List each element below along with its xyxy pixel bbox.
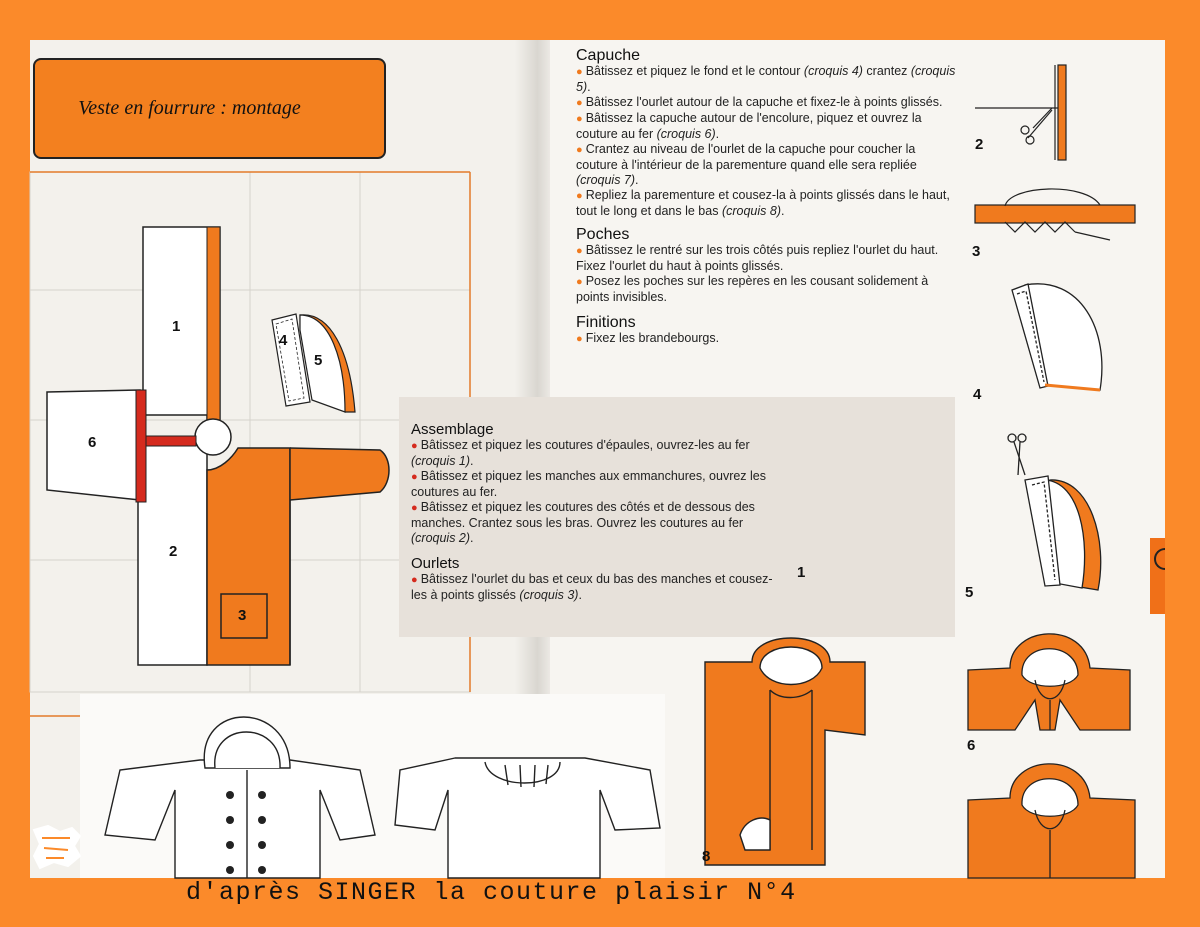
sketch-reference: (croquis 2) <box>411 531 471 545</box>
bullet-icon: ● <box>411 471 421 483</box>
instruction-text: . <box>470 531 474 545</box>
capuche-items: ● Bâtissez et piquez le fond et le conto… <box>576 64 958 219</box>
instruction-text: . <box>715 127 720 141</box>
sketch-reference: (croquis 8) <box>721 204 781 218</box>
instruction-item: ● Bâtissez et piquez le fond et le conto… <box>576 64 958 95</box>
sketch-reference: (croquis 3) <box>519 588 579 602</box>
sketch-reference: (croquis 1) <box>411 454 471 468</box>
section-capuche: Capuche ● Bâtissez et piquez le fond et … <box>576 48 958 347</box>
instruction-item: ● Bâtissez l'ourlet autour de la capuche… <box>576 95 958 111</box>
heading-finitions: Finitions <box>576 314 636 331</box>
sketch-label-2: 2 <box>975 136 984 153</box>
instruction-item: ● Bâtissez la capuche autour de l'encolu… <box>576 111 958 142</box>
sketch-reference: (croquis 6) <box>656 127 716 141</box>
instruction-text: Bâtissez l'ourlet du bas et ceux du bas … <box>411 572 773 602</box>
instruction-item: ● Bâtissez et piquez les coutures d'épau… <box>411 438 783 469</box>
finitions-items: ● Fixez les brandebourgs. <box>576 331 958 347</box>
bullet-icon: ● <box>411 502 421 514</box>
instruction-item: ● Fixez les brandebourgs. <box>576 331 958 347</box>
sketch-label-6: 6 <box>967 737 976 754</box>
bullet-icon: ● <box>576 276 586 288</box>
assemblage-items: ● Bâtissez et piquez les coutures d'épau… <box>411 438 783 546</box>
instruction-item: ● Crantez au niveau de l'ourlet de la ca… <box>576 142 958 188</box>
bullet-icon: ● <box>576 333 586 345</box>
sketch-label-1: 1 <box>797 564 806 581</box>
sketch-reference: (croquis 7) <box>576 173 636 187</box>
bullet-icon: ● <box>576 245 586 257</box>
instruction-text: . <box>780 204 785 218</box>
heading-ourlets: Ourlets <box>411 555 460 572</box>
sketch-label-8: 8 <box>702 848 711 865</box>
instruction-text: . <box>470 454 474 468</box>
bullet-icon: ● <box>411 440 421 452</box>
source-credit: d'après SINGER la couture plaisir N°4 <box>186 878 797 907</box>
instruction-item: ● Bâtissez le rentré sur les trois côtés… <box>576 243 958 274</box>
pattern-label-6: 6 <box>88 434 97 451</box>
section-assemblage: Assemblage ● Bâtissez et piquez les cout… <box>411 422 783 603</box>
heading-assemblage: Assemblage <box>411 421 494 438</box>
tab-icon <box>1154 548 1165 570</box>
instruction-item: ● Bâtissez et piquez les manches aux emm… <box>411 469 783 500</box>
instruction-text: Bâtissez l'ourlet autour de la capuche e… <box>585 95 943 109</box>
instruction-text: Bâtissez et piquez le fond et le contour <box>585 64 804 78</box>
instruction-text: Bâtissez et piquez les coutures des côté… <box>411 500 755 530</box>
poches-items: ● Bâtissez le rentré sur les trois côtés… <box>576 243 958 305</box>
instruction-text: . <box>635 173 639 187</box>
watermark-stamp <box>32 824 82 870</box>
sketch-reference: (croquis 4) <box>803 64 863 78</box>
instruction-item: ● Posez les poches sur les repères en le… <box>576 274 958 305</box>
pattern-label-5: 5 <box>314 352 323 369</box>
instruction-text: Posez les poches sur les repères en les … <box>576 274 929 304</box>
instruction-text: crantez <box>862 64 911 78</box>
instruction-text: . <box>587 80 591 94</box>
instruction-text: Fixez les brandebourgs. <box>585 331 720 345</box>
bullet-icon: ● <box>411 574 421 586</box>
bullet-icon: ● <box>576 97 586 109</box>
instruction-text: Crantez au niveau de l'ourlet de la capu… <box>576 142 917 172</box>
pattern-label-1: 1 <box>172 318 181 335</box>
ourlets-items: ● Bâtissez l'ourlet du bas et ceux du ba… <box>411 572 783 603</box>
pattern-label-4: 4 <box>279 332 288 349</box>
instruction-item: ● Bâtissez l'ourlet du bas et ceux du ba… <box>411 572 783 603</box>
bullet-icon: ● <box>576 66 586 78</box>
page-title: Veste en fourrure : montage <box>78 97 301 119</box>
heading-capuche: Capuche <box>576 47 641 64</box>
instruction-text: Bâtissez et piquez les coutures d'épaule… <box>420 438 750 452</box>
instruction-text: Bâtissez la capuche autour de l'encolure… <box>576 111 922 141</box>
bullet-icon: ● <box>576 113 586 125</box>
sketch-reference: (croquis 5) <box>576 64 956 94</box>
instruction-text: Bâtissez et piquez les manches aux emman… <box>411 469 767 499</box>
heading-poches: Poches <box>576 226 630 243</box>
sketch-label-4: 4 <box>973 386 982 403</box>
pattern-label-2: 2 <box>169 543 178 560</box>
bullet-icon: ● <box>576 144 586 156</box>
title-box: Veste en fourrure : montage <box>33 58 386 159</box>
pattern-label-3: 3 <box>238 607 247 624</box>
sketch-label-5: 5 <box>965 584 974 601</box>
instruction-item: ● Bâtissez et piquez les coutures des cô… <box>411 500 783 546</box>
instruction-item: ● Repliez la parementure et cousez-la à … <box>576 188 958 219</box>
bullet-icon: ● <box>576 190 586 202</box>
assemblage-insert <box>399 397 955 637</box>
sketch-label-3: 3 <box>972 243 981 260</box>
instruction-text: Repliez la parementure et cousez-la à po… <box>576 188 950 218</box>
instruction-text: . <box>578 588 582 602</box>
instruction-text: Bâtissez le rentré sur les trois côtés p… <box>576 243 939 273</box>
